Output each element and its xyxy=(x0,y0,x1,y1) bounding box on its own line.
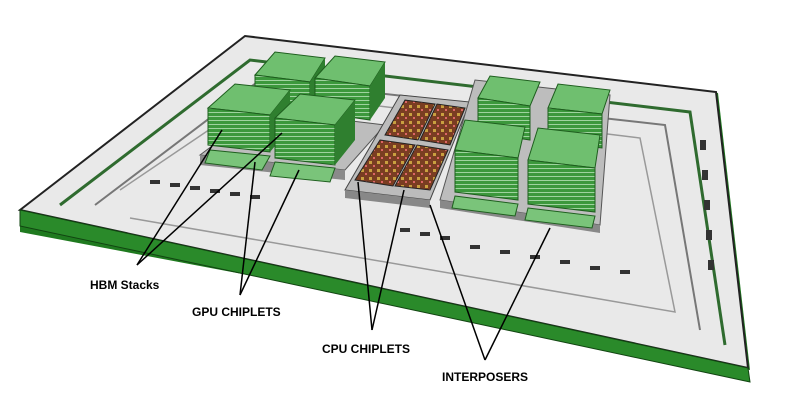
hbm-stacks-right xyxy=(454,75,611,213)
label-hbm-stacks: HBM Stacks xyxy=(90,278,160,292)
gpu-chiplets xyxy=(204,149,596,229)
cpu-chiplets xyxy=(354,99,466,191)
callout-lines xyxy=(136,129,551,361)
label-cpu-chiplets: CPU CHIPLETS xyxy=(322,342,410,356)
label-interposers: INTERPOSERS xyxy=(442,370,528,384)
label-gpu-chiplets: GPU CHIPLETS xyxy=(192,305,281,319)
hbm-stacks-left xyxy=(206,51,386,166)
